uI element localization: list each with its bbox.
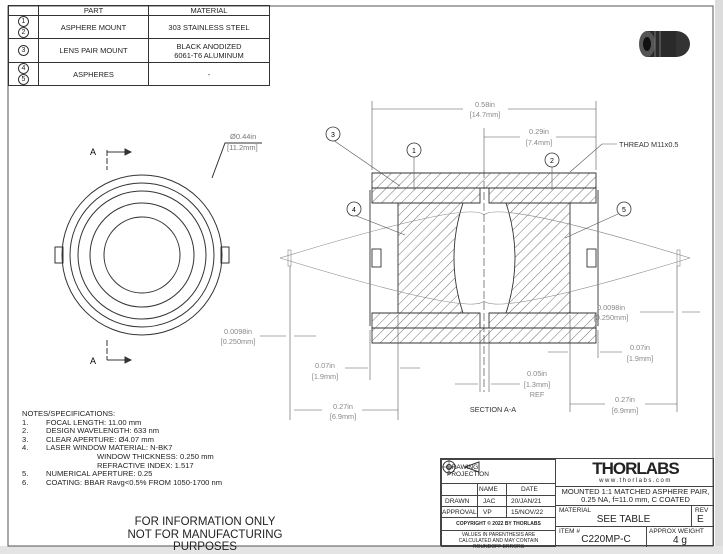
part-description: MOUNTED 1:1 MATCHED ASPHERE PAIR, 0.25 N… bbox=[561, 487, 710, 504]
dim-focal-left-mm: [6.9mm] bbox=[330, 412, 356, 421]
rev-label: REV bbox=[695, 507, 709, 514]
section-view bbox=[369, 170, 599, 392]
note-text: DESIGN WAVELENGTH: 633 nm bbox=[46, 426, 160, 436]
dim-half-mm: [7.4mm] bbox=[526, 138, 552, 147]
balloon-3: 3 bbox=[331, 132, 335, 139]
product-3d-render bbox=[639, 31, 690, 57]
disclaimer-line-2: NOT FOR MANUFACTURING PURPOSES bbox=[127, 528, 283, 554]
dim-window-left-mm: [0.250mm] bbox=[221, 337, 255, 346]
weight-value: 4 g bbox=[673, 535, 687, 546]
note-num: 2. bbox=[22, 426, 29, 436]
note-num: 6. bbox=[22, 477, 29, 487]
part-material: - bbox=[148, 62, 270, 86]
note-text: NUMERICAL APERTURE: 0.25 bbox=[46, 469, 153, 479]
thorlabs-logo: THORLABS bbox=[592, 459, 679, 478]
note-num bbox=[22, 453, 97, 462]
header-material: MATERIAL bbox=[148, 5, 270, 16]
balloon: 1 bbox=[18, 16, 29, 27]
dim-edge-left-in: 0.07in bbox=[315, 361, 335, 370]
table-row: 45 ASPHERES- bbox=[8, 62, 270, 86]
section-marker-bottom: A bbox=[90, 356, 96, 366]
material-value: SEE TABLE bbox=[596, 514, 651, 525]
balloons bbox=[325, 126, 632, 217]
date-header: DATE bbox=[521, 486, 538, 493]
dim-focal-right-mm: [6.9mm] bbox=[612, 406, 638, 415]
balloon: 3 bbox=[18, 45, 29, 56]
dim-focal-right-in: 0.27in bbox=[615, 395, 635, 404]
diameter-dim-mm: [11.2mm] bbox=[227, 143, 258, 152]
projection-symbol-icon bbox=[441, 459, 480, 475]
approval-label: APPROVAL bbox=[442, 509, 477, 516]
item-label: ITEM # bbox=[559, 528, 580, 535]
balloon: 4 bbox=[18, 63, 29, 74]
part-name: ASPHERES bbox=[38, 62, 149, 86]
rev-value: E bbox=[697, 514, 704, 525]
note-text: FOCAL LENGTH: 11.00 mm bbox=[46, 417, 142, 427]
dim-window-in: 0.0098in bbox=[597, 303, 625, 312]
balloon-5: 5 bbox=[622, 207, 626, 214]
dim-edge-right-mm: [1.9mm] bbox=[627, 354, 653, 363]
title-block: DRAWING PROJECTION NAME DATE DRAWN JAC 2… bbox=[440, 458, 714, 550]
ray-cone bbox=[279, 211, 691, 305]
disclaimer-line-1: FOR INFORMATION ONLY bbox=[134, 516, 276, 528]
part-name: ASPHERE MOUNT bbox=[38, 15, 149, 39]
approval-name: VP bbox=[483, 509, 492, 516]
notes-title: NOTES/SPECIFICATIONS: bbox=[22, 409, 116, 418]
copyright: COPYRIGHT © 2022 BY THORLABS bbox=[456, 521, 541, 527]
part-material: 303 STAINLESS STEEL bbox=[148, 15, 270, 39]
notes-specifications: NOTES/SPECIFICATIONS: 1. FOCAL LENGTH: 11… bbox=[22, 409, 223, 487]
disclaimer: FOR INFORMATION ONLY NOT FOR MANUFACTURI… bbox=[100, 516, 310, 554]
note-num: 1. bbox=[22, 417, 29, 427]
note-text: LASER WINDOW MATERIAL: N-BK7 bbox=[46, 443, 173, 453]
balloon: 2 bbox=[18, 27, 29, 38]
header-part: PART bbox=[38, 5, 149, 16]
weight-label: APPROX WEIGHT bbox=[649, 528, 704, 535]
note-text: REFRACTIVE INDEX: 1.517 bbox=[97, 460, 194, 470]
dim-window-left-in: 0.0098in bbox=[224, 327, 252, 336]
values-note: VALUES IN PARENTHESIS ARE CALCULATED AND… bbox=[458, 532, 539, 550]
drawn-date: 20/JAN/21 bbox=[511, 498, 542, 505]
diameter-dim-in: Ø0.44in bbox=[230, 132, 256, 141]
item-number: C220MP-C bbox=[581, 534, 631, 545]
section-marker-top: A bbox=[90, 147, 96, 157]
front-view bbox=[54, 142, 262, 364]
balloon: 5 bbox=[18, 74, 29, 85]
dim-gap-mm: [1.3mm] bbox=[524, 380, 550, 389]
approval-date: 15/NOV/22 bbox=[511, 509, 544, 516]
name-header: NAME bbox=[479, 486, 498, 493]
note-text: WINDOW THICKNESS: 0.250 mm bbox=[97, 451, 214, 461]
thread-callout: THREAD M11x0.5 bbox=[619, 140, 678, 149]
dim-overall-in: 0.58in bbox=[475, 100, 495, 109]
dimension-lines bbox=[260, 101, 700, 420]
dim-edge-left-mm: [1.9mm] bbox=[312, 372, 338, 381]
dim-edge-right-in: 0.07in bbox=[630, 343, 650, 352]
projection-label: DRAWING PROJECTION bbox=[447, 464, 489, 478]
drawn-label: DRAWN bbox=[445, 498, 470, 505]
dim-half-in: 0.29in bbox=[529, 127, 549, 136]
note-text: CLEAR APERTURE: Ø4.07 mm bbox=[46, 434, 154, 444]
drawn-name: JAC bbox=[483, 498, 496, 505]
dim-overall-mm: [14.7mm] bbox=[470, 110, 500, 119]
section-title: SECTION A-A bbox=[470, 405, 516, 414]
website: www.thorlabs.com bbox=[599, 478, 672, 484]
dim-focal-left-in: 0.27in bbox=[333, 402, 353, 411]
part-material: BLACK ANODIZED 6061-T6 ALUMINUM bbox=[148, 38, 270, 63]
note-num: 3. bbox=[22, 434, 29, 444]
balloon-1: 1 bbox=[412, 148, 416, 155]
note-text: COATING: BBAR Ravg<0.5% FROM 1050-1700 n… bbox=[46, 477, 223, 487]
part-name: LENS PAIR MOUNT bbox=[38, 38, 149, 63]
material-label: MATERIAL bbox=[559, 507, 592, 514]
note-num: 4. bbox=[22, 443, 29, 453]
dim-gap-ref: REF bbox=[530, 390, 545, 399]
balloon-2: 2 bbox=[550, 158, 554, 165]
dim-gap-in: 0.05in bbox=[527, 369, 547, 378]
balloon-4: 4 bbox=[352, 207, 356, 214]
note-num: 5. bbox=[22, 469, 29, 479]
dim-window-mm: [0.250mm] bbox=[594, 313, 628, 322]
